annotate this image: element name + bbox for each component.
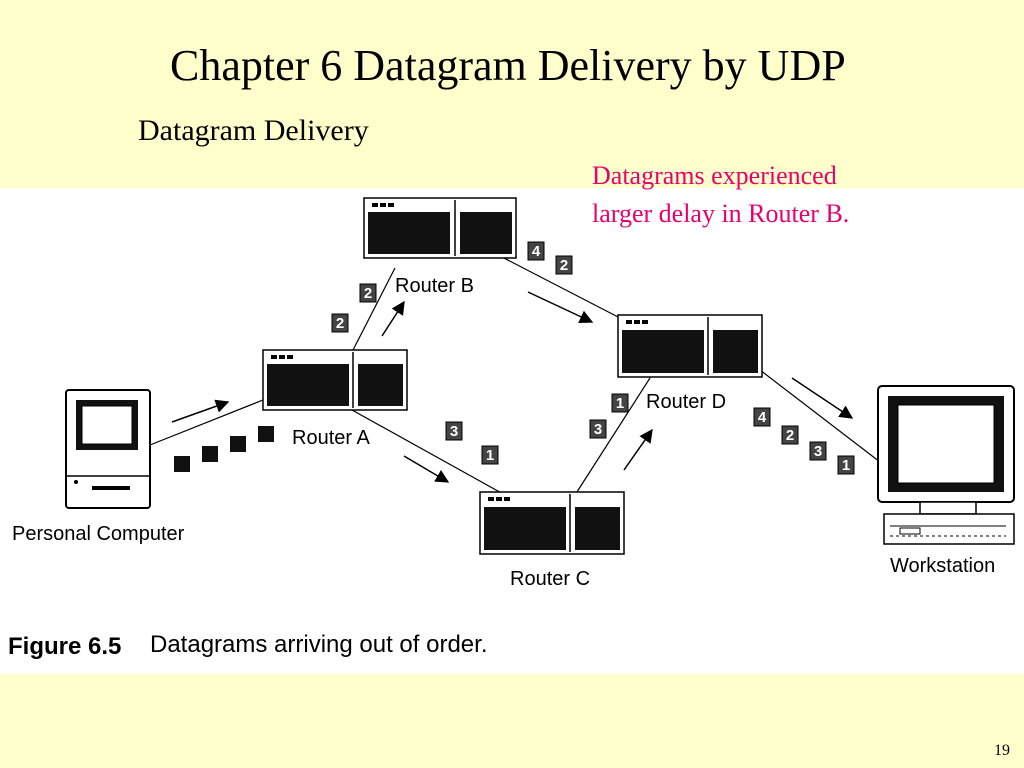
datagram-square — [174, 456, 190, 472]
arrow-c-to-d — [623, 428, 653, 471]
packet-b-to-d-2: 2 — [555, 255, 573, 275]
link-pc-router-a — [149, 397, 269, 446]
datagram-square — [202, 446, 218, 462]
router-a-device — [262, 349, 408, 411]
svg-text:2: 2 — [336, 315, 344, 332]
figure-caption-label: Figure 6.5 — [8, 633, 121, 660]
figure-background — [0, 188, 1024, 674]
router-c-device — [479, 491, 625, 555]
link-router-c-router-d — [574, 377, 651, 496]
packet-d-to-ws-2: 2 — [781, 425, 799, 445]
packet-c-to-d-2: 1 — [611, 393, 629, 413]
arrow-a-to-b — [381, 300, 405, 337]
svg-text:4: 4 — [532, 243, 541, 260]
packet-a-to-b-2: 2 — [359, 283, 377, 303]
packet-b-to-d-1: 4 — [527, 241, 545, 261]
link-router-d-workstation — [759, 369, 881, 463]
datagram-square — [258, 426, 274, 442]
personal-computer-icon — [65, 389, 151, 509]
link-router-a-router-b — [351, 267, 396, 353]
svg-text:3: 3 — [450, 423, 458, 440]
svg-text:2: 2 — [560, 257, 568, 274]
callout-line-2: larger delay in Router B. — [592, 199, 850, 228]
label-router-a: Router A — [292, 427, 370, 449]
svg-text:4: 4 — [758, 409, 767, 426]
svg-text:2: 2 — [786, 427, 794, 444]
slide-subtitle: Datagram Delivery — [138, 114, 369, 147]
svg-text:1: 1 — [486, 447, 494, 464]
svg-text:2: 2 — [364, 285, 372, 302]
label-router-d: Router D — [646, 391, 726, 413]
packet-c-to-d-1: 3 — [589, 419, 607, 439]
callout-line-1: Datagrams experienced — [592, 161, 837, 190]
packet-d-to-ws-4: 1 — [837, 455, 855, 475]
pc-datagrams — [174, 426, 274, 472]
packet-a-to-c-1: 3 — [445, 421, 463, 441]
svg-text:1: 1 — [616, 395, 624, 412]
packet-d-to-ws-1: 4 — [753, 407, 771, 427]
slide-title: Chapter 6 Datagram Delivery by UDP — [170, 41, 846, 90]
packet-a-to-b-1: 2 — [331, 313, 349, 333]
packet-a-to-c-2: 1 — [481, 445, 499, 465]
figure-caption-text: Datagrams arriving out of order. — [150, 631, 488, 658]
callout-note: Datagrams experienced larger delay in Ro… — [592, 157, 849, 233]
arrow-a-to-c — [403, 455, 450, 483]
label-router-c: Router C — [510, 568, 590, 590]
svg-text:3: 3 — [814, 443, 822, 460]
arrow-b-to-d — [527, 291, 594, 323]
datagram-square — [230, 436, 246, 452]
packet-d-to-ws-3: 3 — [809, 441, 827, 461]
link-router-b-router-d — [499, 255, 621, 319]
direction-arrows — [171, 291, 854, 483]
arrow-d-to-ws — [791, 377, 854, 419]
label-personal-computer: Personal Computer — [12, 523, 185, 545]
router-d-device — [617, 314, 763, 378]
svg-text:1: 1 — [842, 457, 850, 474]
connection-lines — [149, 255, 881, 496]
svg-text:3: 3 — [594, 421, 602, 438]
label-router-b: Router B — [395, 275, 474, 297]
page-number: 19 — [994, 742, 1010, 759]
workstation-icon — [877, 385, 1015, 545]
label-workstation: Workstation — [890, 555, 995, 577]
arrow-pc-to-a — [171, 399, 230, 423]
link-router-a-router-c — [351, 409, 506, 496]
router-b-device — [363, 197, 517, 259]
